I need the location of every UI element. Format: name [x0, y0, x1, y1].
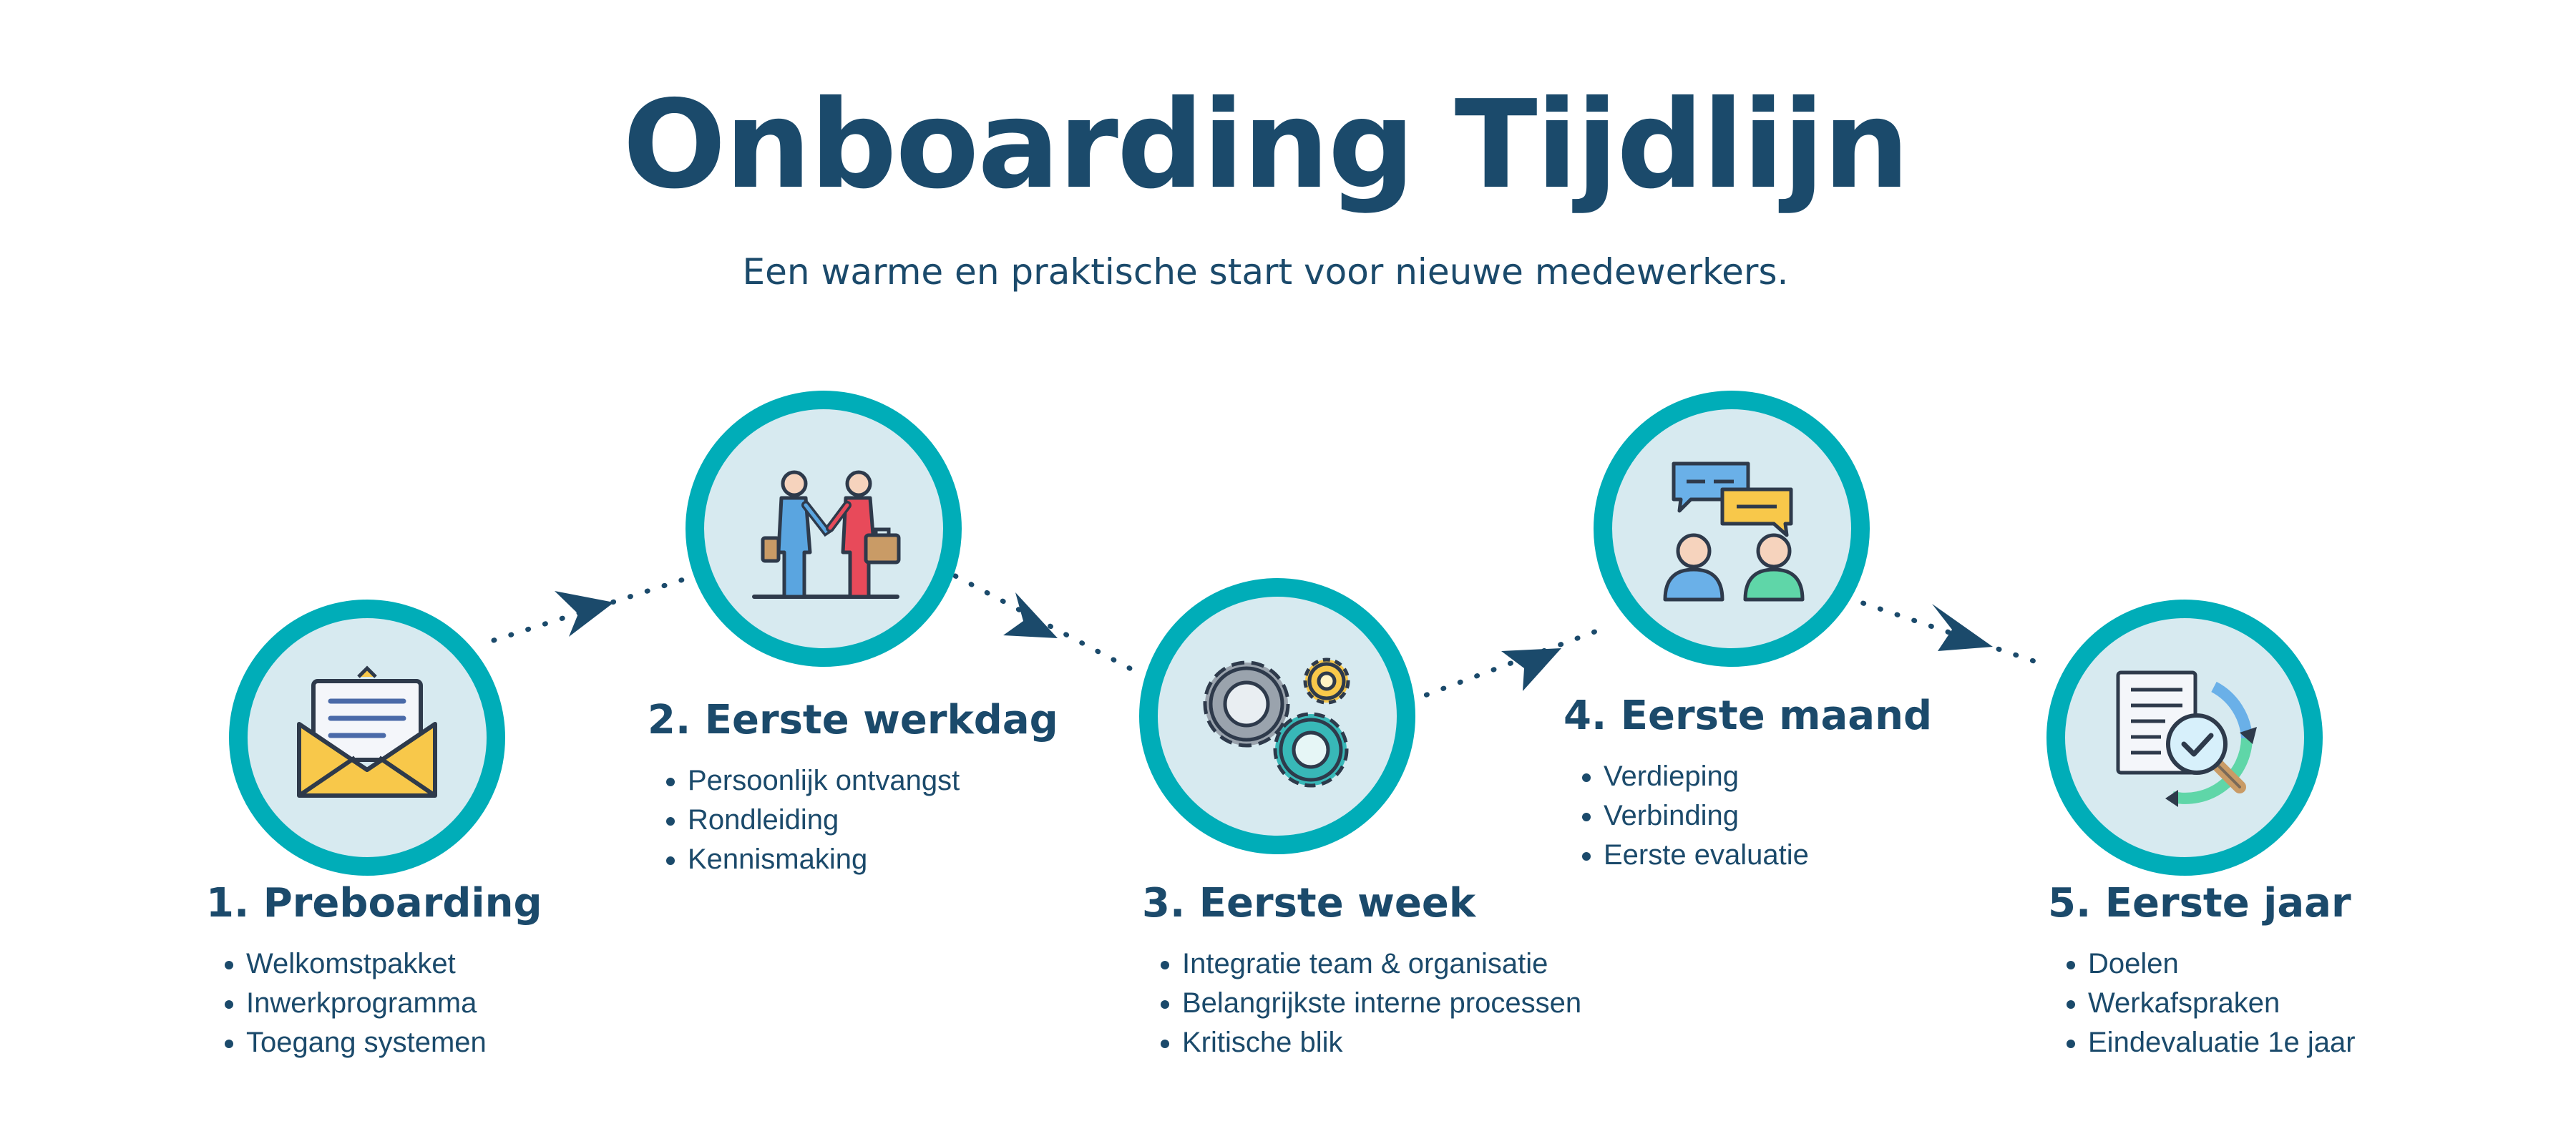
step-4-title: 4. Eerste maand [1563, 693, 1933, 739]
arrow-icon [1932, 604, 1993, 651]
list-item: Kennismaking [688, 840, 1058, 879]
step-2-circle [686, 391, 962, 667]
step-3: 3. Eerste week Integratie team & organis… [1142, 881, 1581, 1062]
list-item: Integratie team & organisatie [1182, 944, 1581, 984]
list-item: Welkomstpakket [246, 944, 542, 984]
handshake-icon [752, 470, 901, 599]
list-item: Persoonlijk ontvangst [688, 761, 1058, 801]
step-1-list: Welkomstpakket Inwerkprogramma Toegang s… [206, 944, 542, 1062]
list-item: Eindevaluatie 1e jaar [2088, 1023, 2356, 1062]
step-2-title: 2. Eerste werkdag [648, 697, 1058, 743]
connector-line-2 [952, 573, 1141, 675]
list-item: Kritische blik [1182, 1023, 1581, 1062]
step-3-list: Integratie team & organisatie Belangrijk… [1142, 944, 1581, 1062]
list-item: Belangrijkste interne processen [1182, 984, 1581, 1023]
envelope-icon [297, 665, 437, 798]
step-5-circle [2046, 600, 2323, 876]
chat-people-icon [1663, 461, 1805, 602]
list-item: Verdieping [1604, 757, 1932, 796]
arrow-icon [555, 591, 614, 637]
list-item: Inwerkprogramma [246, 984, 542, 1023]
list-item: Eerste evaluatie [1604, 836, 1932, 875]
page-title: Onboarding Tijdlijn [623, 74, 1909, 216]
step-2: 2. Eerste werkdag Persoonlijk ontvangst … [648, 698, 1058, 879]
step-1: 1. Preboarding Welkomstpakket Inwerkprog… [206, 881, 542, 1062]
step-1-title: 1. Preboarding [206, 880, 542, 927]
step-4: 4. Eerste maand Verdieping Verbinding Ee… [1563, 694, 1932, 875]
list-item: Toegang systemen [246, 1023, 542, 1062]
step-2-list: Persoonlijk ontvangst Rondleiding Kennis… [648, 761, 1058, 879]
list-item: Werkafspraken [2088, 984, 2356, 1023]
page-subtitle: Een warme en praktische start voor nieuw… [742, 251, 1789, 293]
step-4-circle [1594, 391, 1870, 667]
step-3-circle [1139, 578, 1415, 854]
step-5: 5. Eerste jaar Doelen Werkafspraken Eind… [2048, 881, 2356, 1062]
document-review-icon [2116, 670, 2257, 807]
arrow-icon [1501, 648, 1561, 691]
step-3-title: 3. Eerste week [1142, 880, 1476, 927]
step-1-circle [229, 600, 505, 876]
step-4-list: Verdieping Verbinding Eerste evaluatie [1563, 757, 1932, 875]
step-5-title: 5. Eerste jaar [2048, 880, 2351, 927]
list-item: Verbinding [1604, 796, 1932, 836]
arrow-icon [1003, 592, 1058, 638]
step-5-list: Doelen Werkafspraken Eindevaluatie 1e ja… [2048, 944, 2356, 1062]
list-item: Doelen [2088, 944, 2356, 984]
gears-icon [1203, 658, 1350, 788]
connector-line-3 [1407, 623, 1613, 704]
connector-line-4 [1843, 595, 2049, 668]
list-item: Rondleiding [688, 801, 1058, 840]
